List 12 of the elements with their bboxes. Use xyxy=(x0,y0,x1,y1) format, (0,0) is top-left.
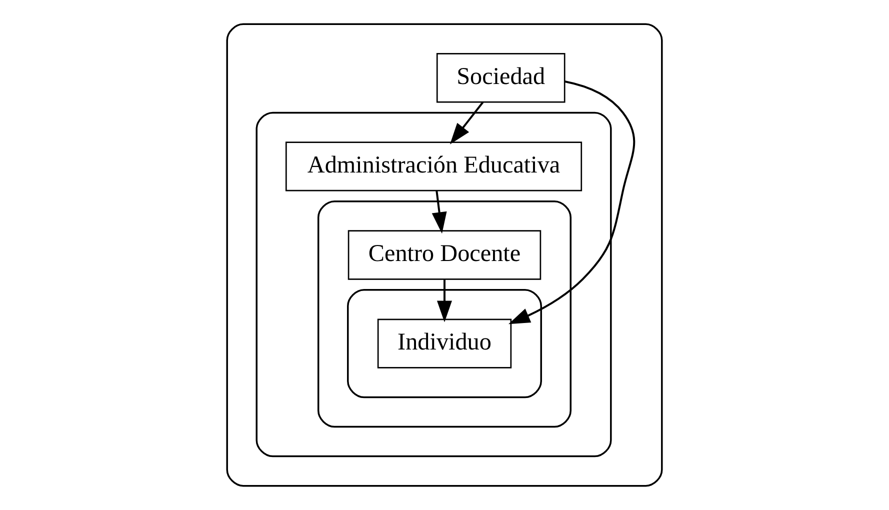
node-box: Sociedad xyxy=(436,53,566,103)
arrow xyxy=(450,102,484,144)
cluster xyxy=(317,200,572,428)
cluster xyxy=(226,23,663,487)
node-box: Administración Educativa xyxy=(285,142,582,192)
arrow xyxy=(432,190,447,234)
node-box: Centro Docente xyxy=(348,230,542,280)
cluster xyxy=(256,112,612,458)
cluster xyxy=(347,289,542,398)
arrow xyxy=(508,80,636,324)
arrow xyxy=(436,279,452,322)
node-box: Individuo xyxy=(377,318,512,368)
